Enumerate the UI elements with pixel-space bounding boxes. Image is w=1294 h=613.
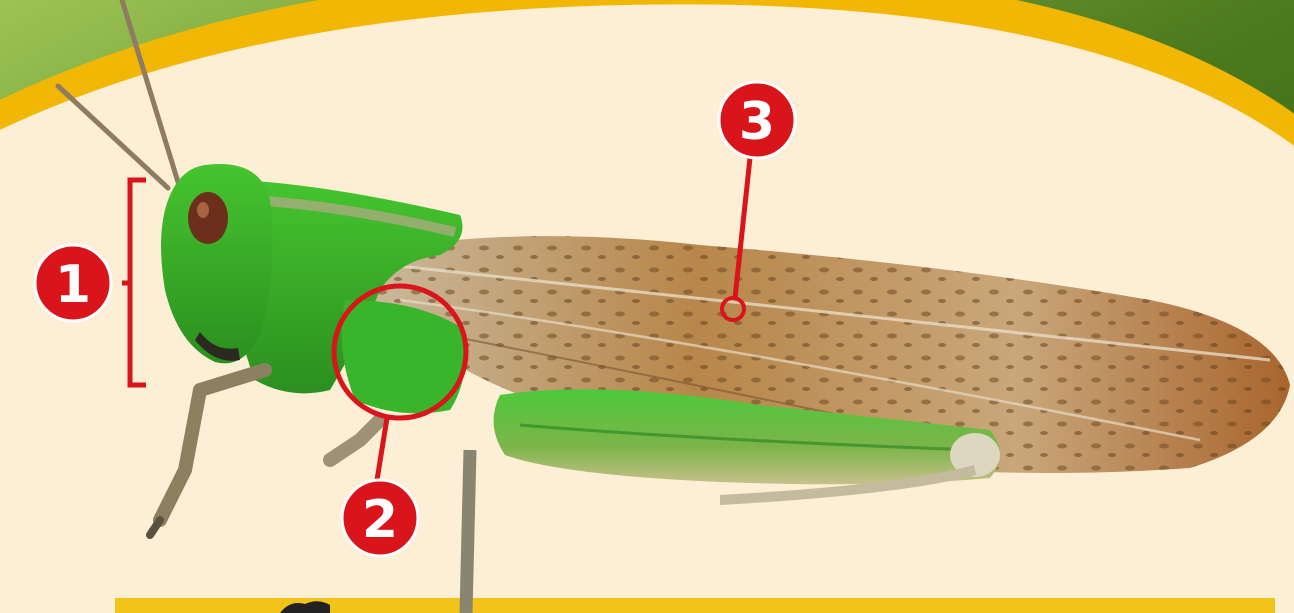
leg-far xyxy=(466,450,470,613)
label-3-text: 3 xyxy=(739,92,775,152)
compound-eye xyxy=(188,192,228,244)
label-2-text: 2 xyxy=(362,490,398,550)
label-1-text: 1 xyxy=(55,255,91,315)
eye-highlight xyxy=(197,202,209,218)
